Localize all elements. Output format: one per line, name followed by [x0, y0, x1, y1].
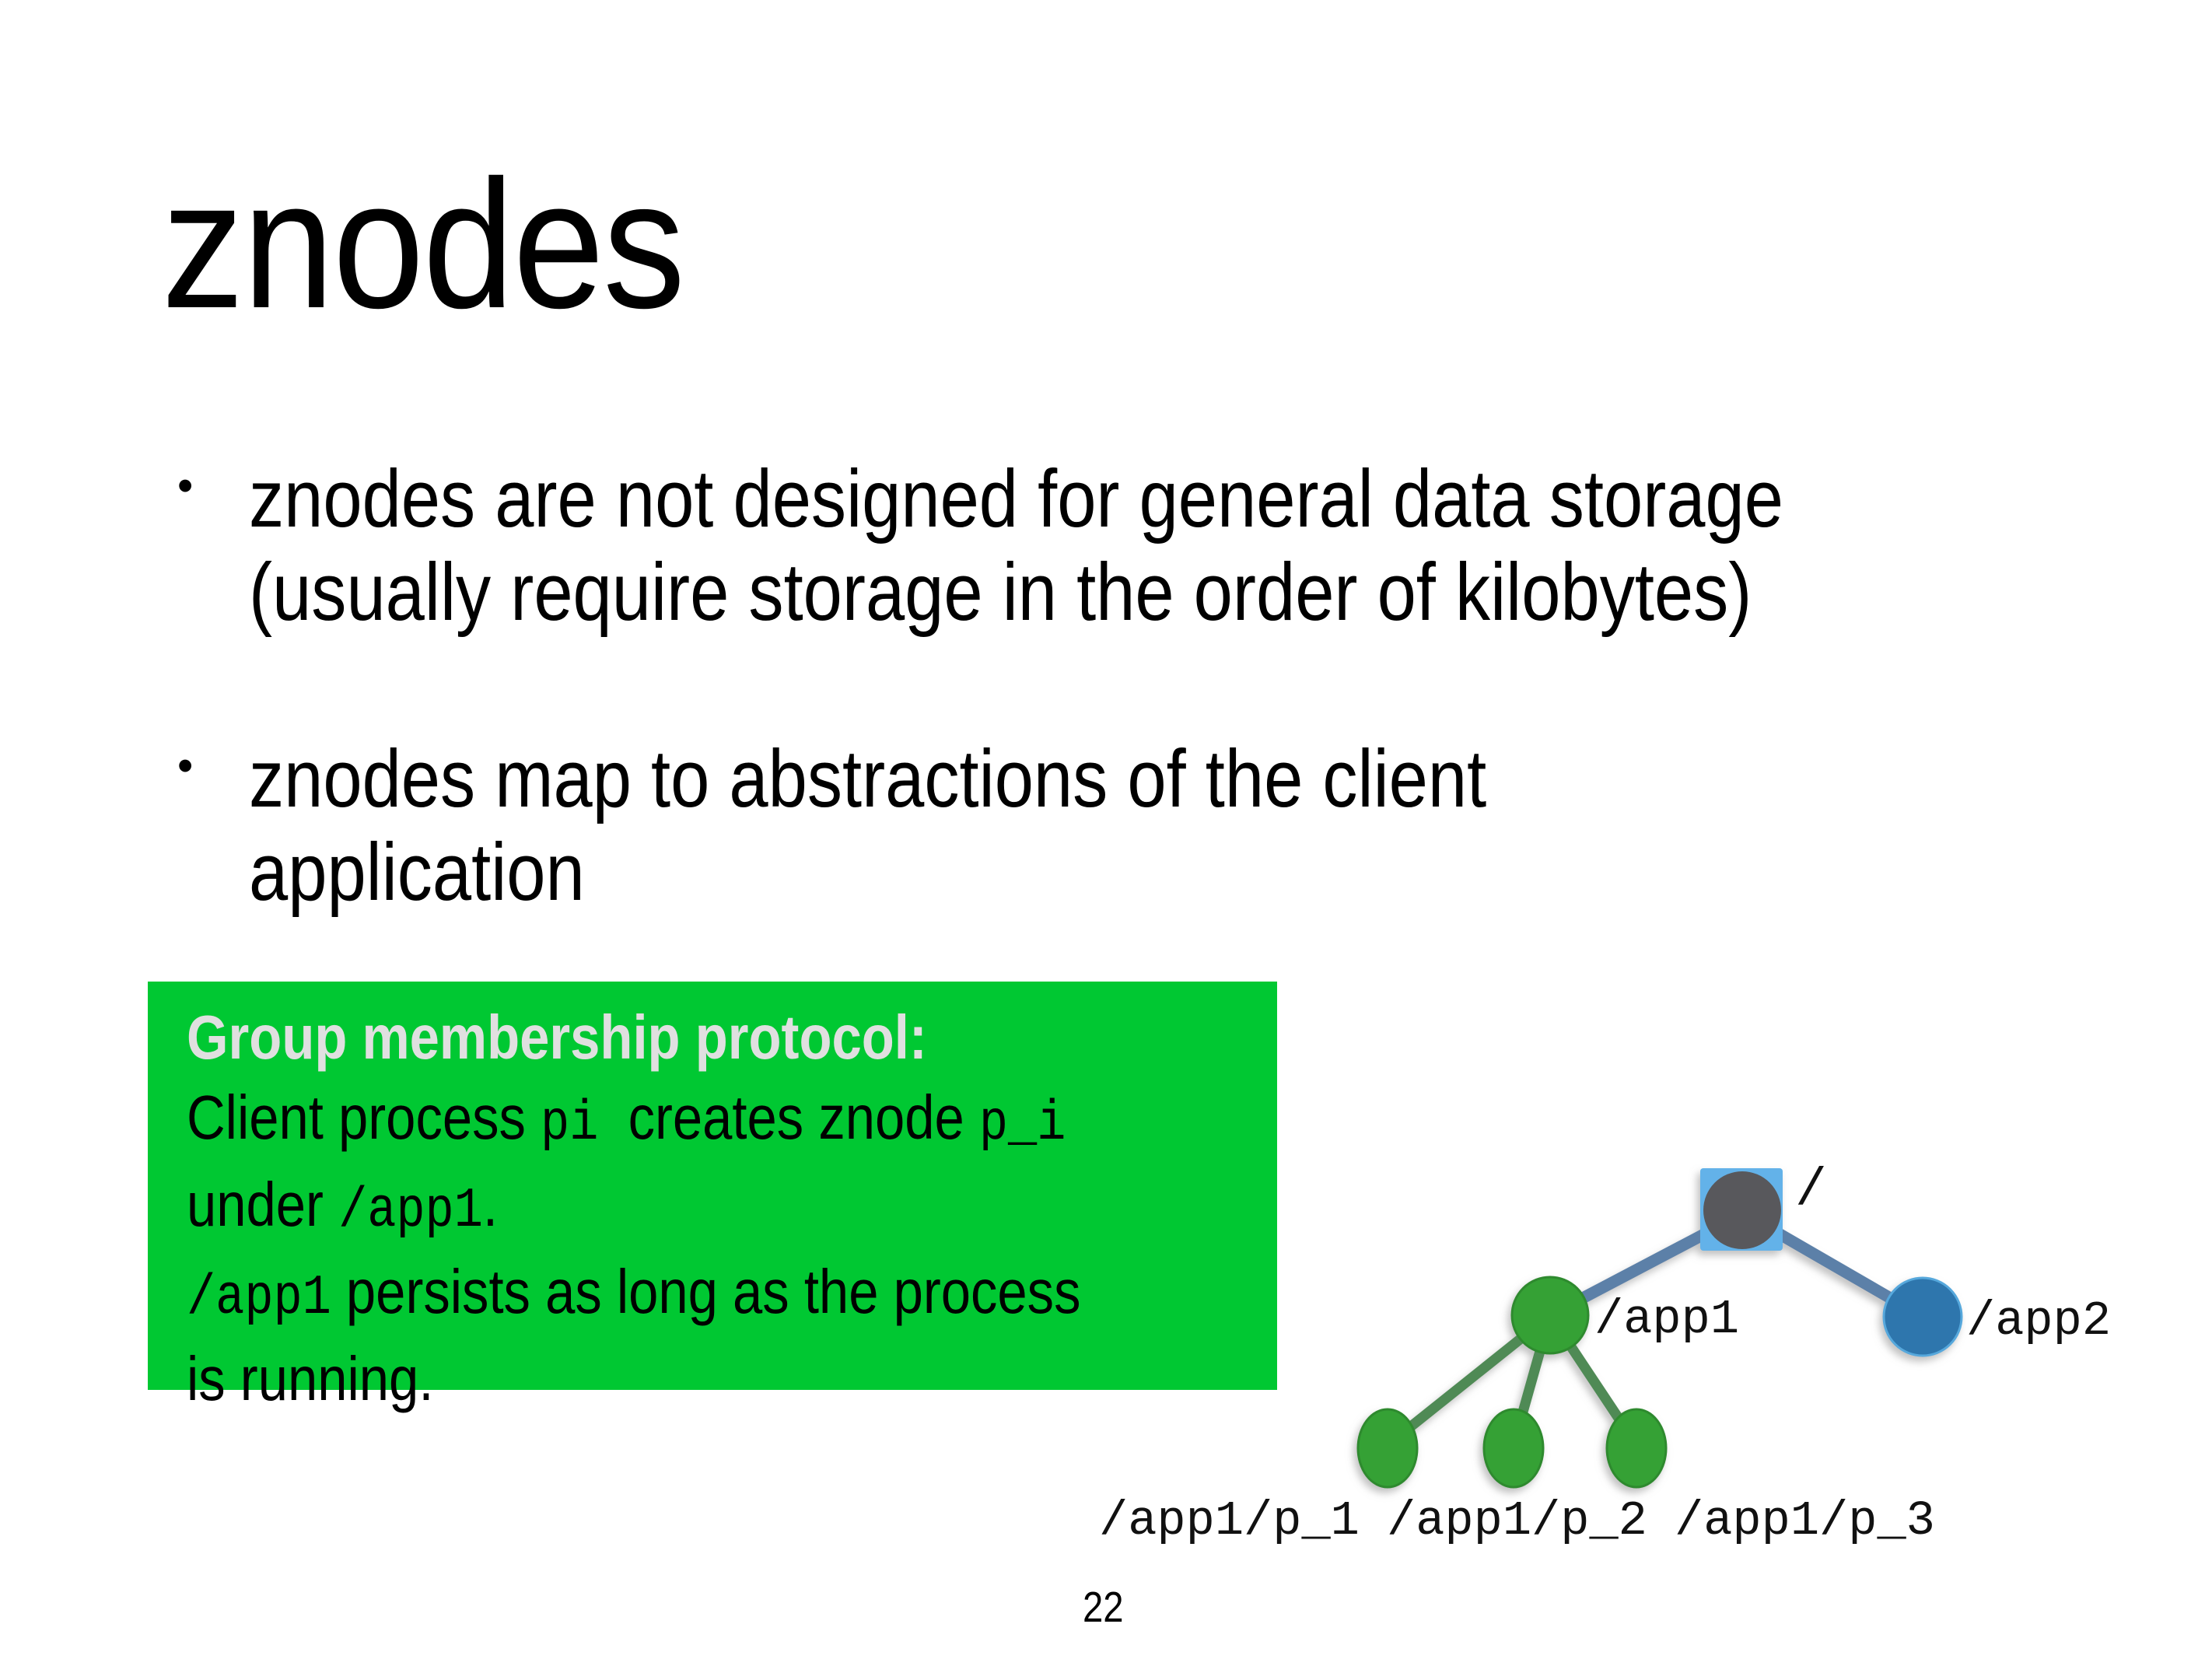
znode-root[interactable] [1703, 1171, 1781, 1249]
callout-line: is running. [187, 1339, 1104, 1419]
callout-line: Client process pi creates znode p_i [187, 1077, 1104, 1164]
callout-code: /app1 [187, 1266, 331, 1330]
bullet-line: znodes map to abstractions of the client [249, 733, 1487, 824]
bullet-item-1: • znodes are not designed for general da… [177, 453, 2033, 639]
znode-root-label: / [1795, 1160, 1827, 1220]
callout-text: is running. [187, 1344, 434, 1413]
bullet-icon: • [177, 460, 194, 511]
callout-text: Client process [187, 1083, 541, 1152]
znode-app1-label: /app1 [1594, 1292, 1739, 1347]
callout-code: /app1 [338, 1179, 483, 1243]
bullet-text: znodes map to abstractions of the client… [249, 733, 1486, 919]
znode-leaf-p1[interactable] [1356, 1408, 1419, 1489]
callout-code: pi [541, 1092, 599, 1156]
znode-leaf-p2[interactable] [1482, 1408, 1545, 1489]
znode-leaf-p1-label: /app1/p_1 [1099, 1493, 1360, 1549]
bullet-text: znodes are not designed for general data… [249, 453, 1783, 639]
bullet-item-2: • znodes map to abstractions of the clie… [177, 733, 1688, 919]
bullet-icon: • [177, 740, 194, 791]
znode-leaf-p3[interactable] [1605, 1408, 1668, 1489]
znode-app1[interactable] [1510, 1276, 1590, 1355]
callout-text: . [482, 1170, 499, 1239]
znode-leaf-p2-label: /app1/p_2 [1387, 1493, 1647, 1549]
bullet-line: application [249, 827, 585, 918]
group-membership-callout: Group membership protocol: Client proces… [148, 982, 1277, 1413]
callout-text: under [187, 1170, 339, 1239]
znode-app2[interactable] [1882, 1276, 1963, 1357]
bullet-line: znodes are not designed for general data… [249, 453, 1783, 544]
znode-app2-label: /app2 [1966, 1293, 2111, 1349]
page-number: 22 [1083, 1583, 1124, 1631]
callout-line: /app1 persists as long as the process [187, 1251, 1104, 1339]
znode-leaf-p3-label: /app1/p_3 [1675, 1493, 1935, 1549]
callout-text: persists as long as the process [331, 1257, 1081, 1326]
znode-tree-diagram: / /app1 /app2 /app1/p_1 /app1/p_2 /app1/… [1099, 1160, 2111, 1549]
bullet-line: (usually require storage in the order of… [249, 547, 1752, 638]
callout-header: Group membership protocol: [187, 1003, 927, 1072]
callout-code: p_i [978, 1092, 1066, 1156]
callout-text: creates znode [598, 1083, 979, 1152]
callout-line: under /app1. [187, 1164, 1104, 1251]
slide-title: znodes [162, 142, 685, 346]
